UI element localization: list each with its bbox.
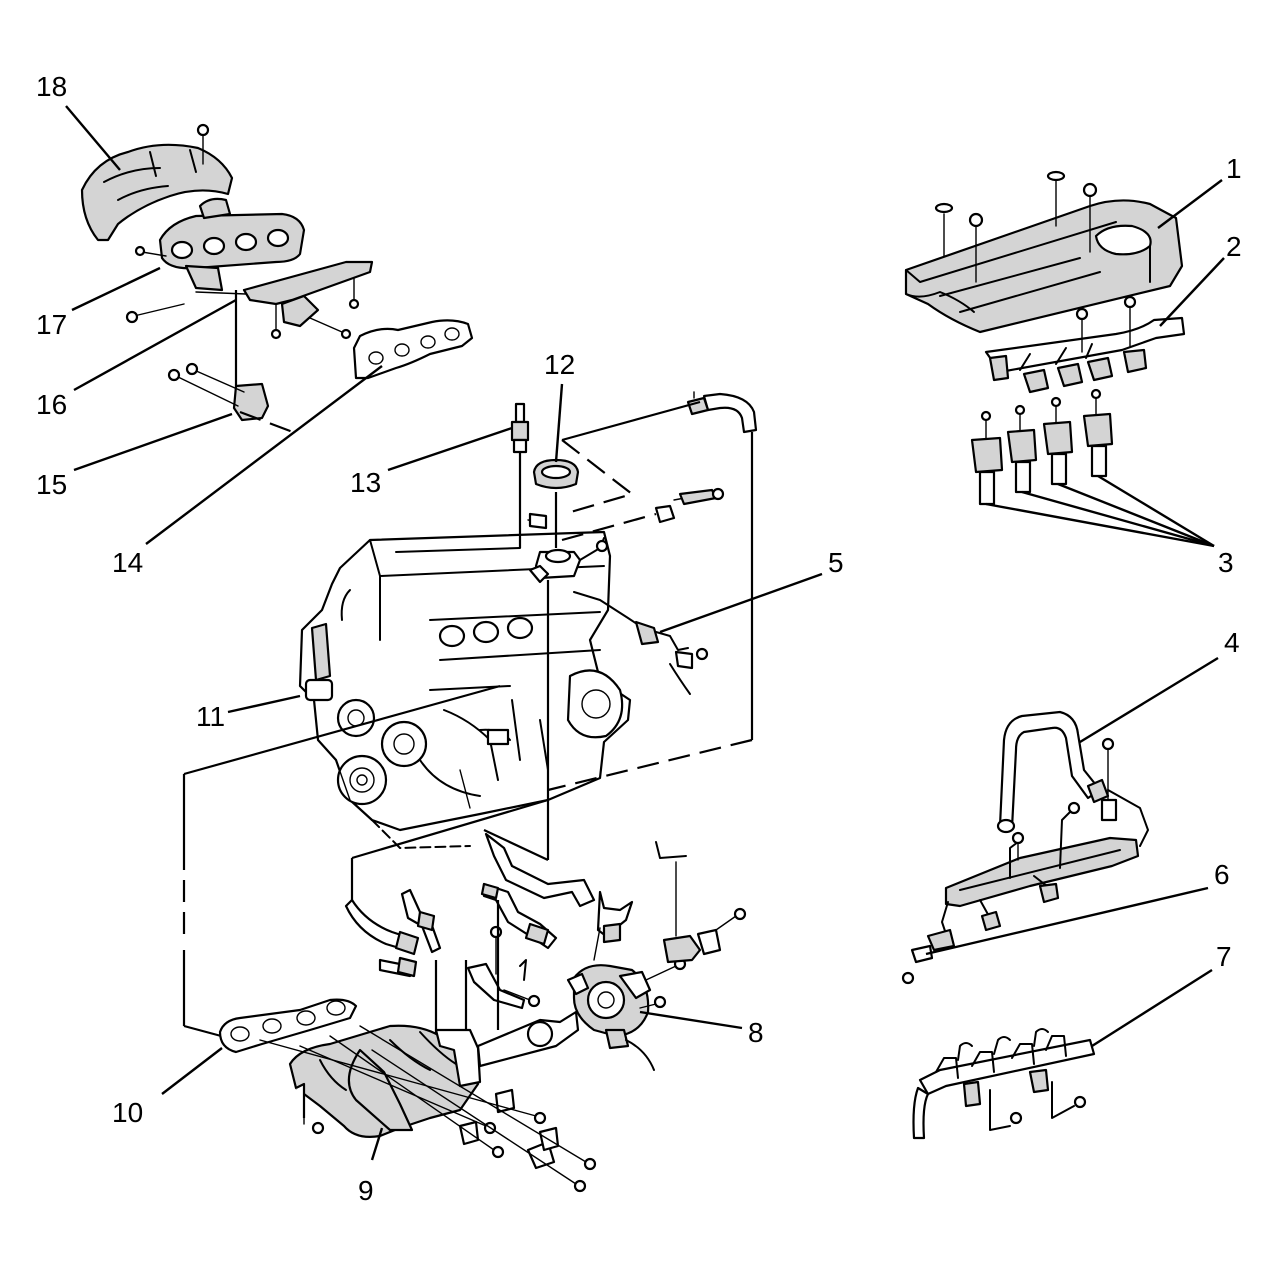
callout-3: 3 (1218, 547, 1234, 578)
callout-8: 8 (748, 1017, 764, 1048)
coolant-hose (686, 391, 758, 434)
callout-5: 5 (828, 547, 844, 578)
oil-fill-cap (532, 458, 580, 548)
callout-15: 15 (36, 469, 67, 500)
exhaust-manifold (134, 197, 306, 292)
callout-14: 14 (112, 547, 143, 578)
leader-lines (65, 105, 1225, 1161)
throttle-body (566, 957, 687, 1071)
spark-plug (510, 402, 530, 548)
ignition-coils (970, 388, 1114, 506)
ignition-coil-cover (904, 170, 1184, 334)
callout-9: 9 (358, 1175, 374, 1206)
fuel-injector-rail (901, 737, 1149, 985)
callout-13: 13 (350, 467, 381, 498)
callout-11: 11 (196, 701, 225, 732)
fuel-feed-pipe (996, 710, 1110, 834)
callout-labels: 1 2 3 4 5 6 7 8 9 10 11 12 13 14 15 16 1… (36, 71, 1242, 1206)
fuel-injector-harness (912, 1028, 1096, 1140)
exhaust-manifold-brace (125, 260, 374, 340)
ignition-coil-harness (984, 295, 1186, 394)
exhaust-bracket-15 (167, 362, 270, 422)
intake-manifold (288, 900, 580, 1170)
coolant-temperature-sensor (573, 591, 709, 695)
callout-17: 17 (36, 309, 67, 340)
callout-4: 4 (1224, 627, 1240, 658)
callout-18: 18 (36, 71, 67, 102)
exhaust-manifold-gasket (352, 319, 474, 380)
callout-7: 7 (1216, 941, 1232, 972)
intake-hoses (344, 832, 634, 978)
callout-16: 16 (36, 389, 67, 420)
intake-manifold-gasket (218, 998, 597, 1193)
engine-assembly (298, 530, 632, 849)
callout-1: 1 (1226, 153, 1242, 184)
cylinder-head-sensor (527, 487, 725, 542)
callout-10: 10 (112, 1097, 143, 1128)
callout-12: 12 (544, 349, 575, 380)
idle-air-control-valve (655, 841, 747, 964)
callout-2: 2 (1226, 231, 1242, 262)
callout-6: 6 (1214, 859, 1230, 890)
